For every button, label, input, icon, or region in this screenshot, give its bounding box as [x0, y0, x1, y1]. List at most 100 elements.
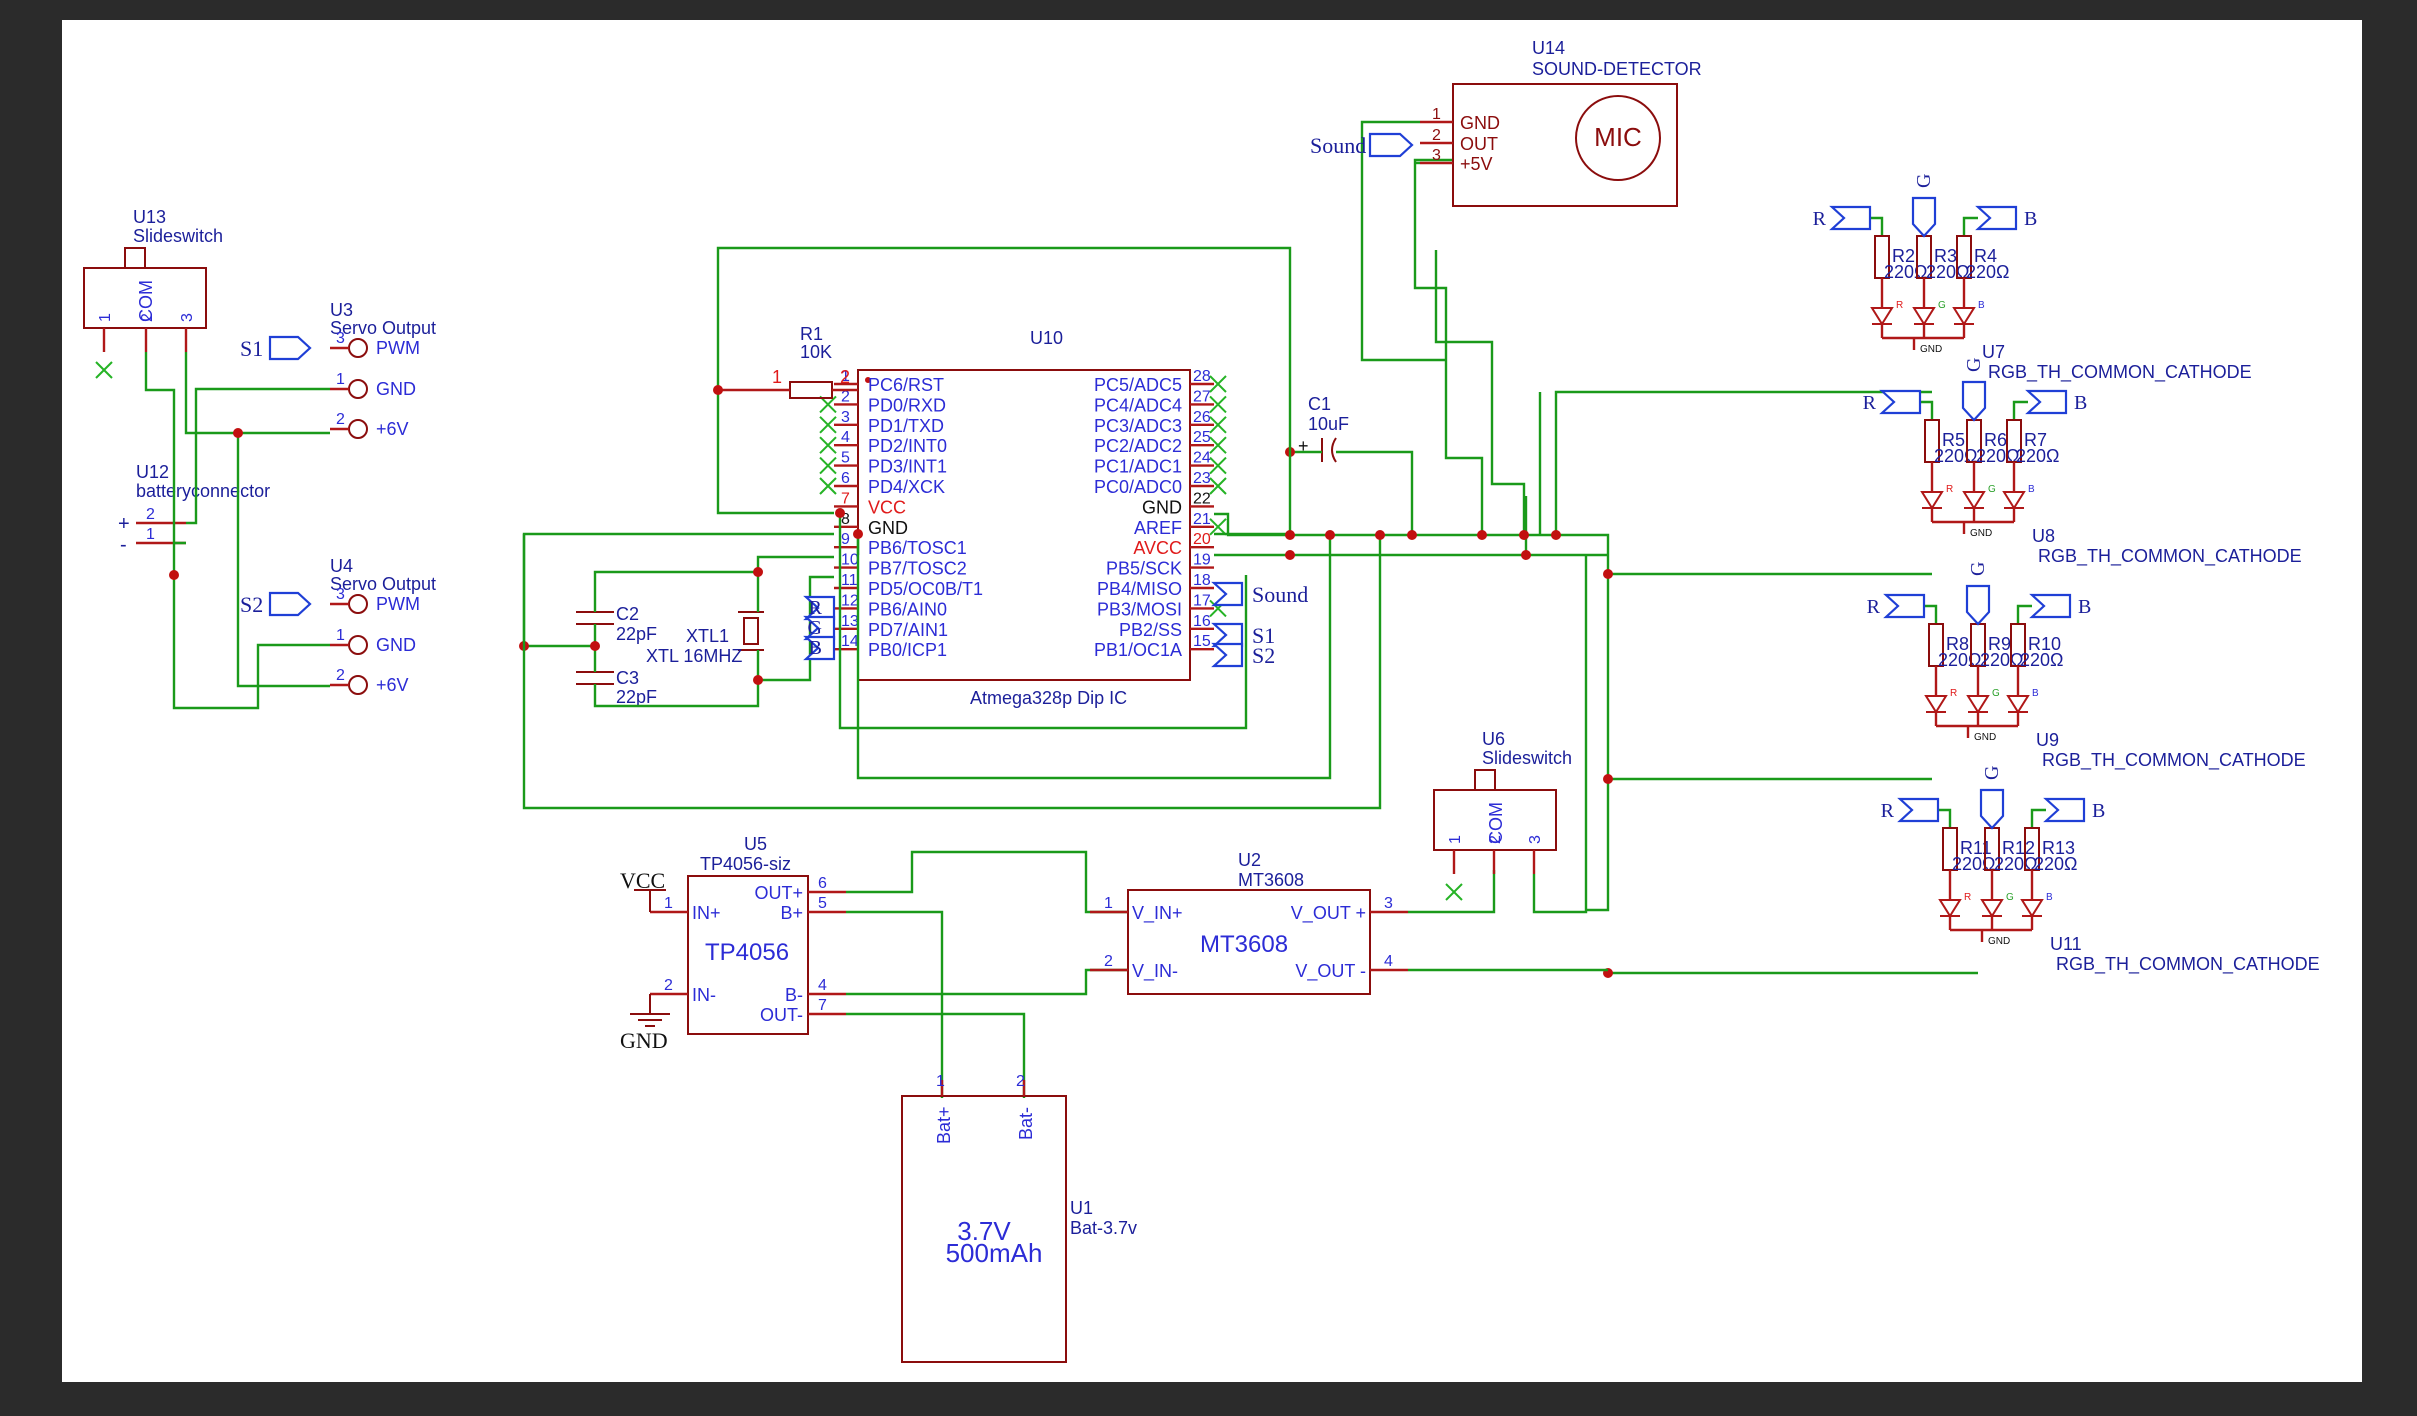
rgb-r-flag — [1883, 593, 1926, 619]
rgb-led-r-letter: R — [1946, 484, 1953, 495]
u10-left-pin-num: 6 — [841, 470, 850, 487]
wire — [1214, 512, 1610, 912]
rgb-led-triangle — [2002, 491, 2026, 510]
u10-value: Atmega328p Dip IC — [970, 688, 1127, 708]
u3-pin-terminal — [348, 419, 368, 439]
rgb-resistor-value: 220Ω — [2016, 446, 2060, 466]
u6-pin-num: 3 — [1527, 835, 1544, 844]
sound-net-flag — [1368, 132, 1414, 158]
rgb-resistor-ref: R4 — [1974, 246, 1997, 266]
u6-actuator — [1474, 769, 1496, 791]
wire — [144, 352, 186, 545]
u10-right-pin-num: 18 — [1193, 572, 1211, 589]
s1-net-label: S1 — [240, 336, 263, 361]
rgb-resistor-value: 220Ω — [1966, 262, 2010, 282]
junction-dot — [1603, 774, 1613, 784]
wire — [1922, 604, 1938, 624]
wire — [1936, 808, 1952, 828]
wire — [1868, 216, 1884, 236]
u6-pin-num: 2 — [1487, 835, 1504, 844]
u2-name: MT3608 — [1200, 931, 1288, 958]
u10-left-pin-label: PD0/RXD — [868, 395, 946, 415]
c3-value: 22pF — [616, 687, 657, 707]
rgb-value: RGB_TH_COMMON_CATHODE — [2042, 750, 2306, 771]
junction-dot — [1375, 530, 1385, 540]
rgb-r-net-label: R — [809, 597, 823, 619]
u10-left-pin-num: 2 — [841, 388, 850, 405]
u10-right-pin-num: 28 — [1193, 368, 1211, 385]
rgb-r-flag — [1829, 205, 1872, 231]
junction-dot — [853, 529, 863, 539]
u10-right-noconnect — [1209, 456, 1227, 475]
gnd-label: GND — [620, 1028, 668, 1053]
u1-voltage: 3.7V — [957, 1216, 1011, 1246]
rgb-led-g-letter: G — [1992, 688, 2000, 699]
wire — [846, 1012, 1026, 1098]
wire — [1336, 450, 1414, 535]
u1-capacity: 500mAh — [946, 1238, 1043, 1268]
rgb-resistor-ref: R12 — [2002, 838, 2035, 858]
u6-ref: U6 — [1482, 729, 1505, 749]
u5-pin-num: 7 — [818, 997, 827, 1014]
u10-right-pin-label: GND — [1142, 497, 1182, 517]
u6-com: COM — [1486, 802, 1506, 844]
u10-right-pin-num: 15 — [1193, 633, 1211, 650]
wire — [846, 968, 1128, 996]
wire — [593, 570, 760, 612]
c2-value: 22pF — [616, 624, 657, 644]
u13-pin-num: 3 — [179, 313, 196, 322]
wire — [716, 390, 834, 515]
u10-left-pin-num: 14 — [841, 633, 859, 650]
rgb-resistor-ref: R2 — [1892, 246, 1915, 266]
u4-value: Servo Output — [330, 574, 436, 594]
rgb-b-flag-label: B — [2024, 208, 2037, 230]
u4-pin-num: 2 — [336, 667, 345, 684]
u10-right-pin-num: 26 — [1193, 409, 1211, 426]
xtl1-value: XTL 16MHZ — [646, 646, 742, 666]
u2-pin-num: 4 — [1384, 953, 1393, 970]
rgb-led-triangle — [1912, 307, 1936, 326]
u14-pin-num: 2 — [1432, 127, 1441, 144]
rgb-led-b-letter: B — [2046, 892, 2053, 903]
u14-mic-label: MIC — [1594, 122, 1642, 152]
u2-body — [1127, 889, 1371, 995]
rgb-resistor-ref: R11 — [1960, 838, 1992, 858]
rgb-led-b-letter: B — [1978, 300, 1985, 311]
u10-left-pin-num: 8 — [841, 511, 850, 528]
u14-value: SOUND-DETECTOR — [1532, 59, 1702, 79]
rgb-led-triangle — [1962, 491, 1986, 510]
wire — [1434, 250, 1526, 535]
rgb-led-triangle — [1938, 899, 1962, 918]
rgb-b-flag — [2029, 593, 2072, 619]
u5-pin-num: 6 — [818, 875, 827, 892]
u1-pin-label: Bat+ — [934, 1106, 954, 1144]
u10-left-pin-num: 10 — [841, 552, 859, 569]
rgb-g-flag — [1961, 380, 1987, 422]
u5-value: TP4056-siz — [700, 854, 791, 874]
u10-right-pin-label: PC3/ADC3 — [1094, 416, 1182, 436]
wire — [2012, 400, 2028, 420]
u10-right-noconnect — [1209, 416, 1227, 434]
u10-right-pin-label: AVCC — [1133, 538, 1182, 558]
junction-dot — [835, 508, 845, 518]
u4-pin-label: +6V — [376, 675, 409, 695]
u12-pin-num: 2 — [146, 506, 155, 523]
u12-plus-sign: + — [118, 513, 130, 535]
u4-pin-terminal — [348, 594, 368, 614]
u10-right-noconnect — [1209, 375, 1227, 393]
wire — [1360, 120, 1446, 362]
no-connect-stroke — [1209, 456, 1227, 475]
u10-left-pin-num: 1 — [841, 368, 850, 385]
rgb-resistor-ref: R5 — [1942, 430, 1965, 450]
rgb-r-flag — [1879, 389, 1922, 415]
u3-pin-num: 1 — [336, 371, 345, 388]
u2-pin-num: 3 — [1384, 895, 1393, 912]
u10-right-pin-label: PC0/ADC0 — [1094, 477, 1182, 497]
rgb-r-flag-label: R — [1867, 596, 1881, 618]
